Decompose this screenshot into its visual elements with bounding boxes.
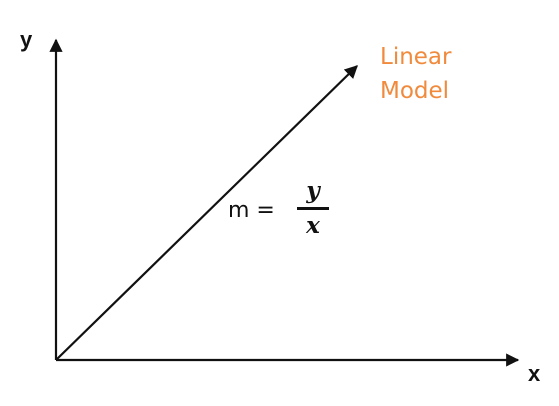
y-axis-label: y bbox=[20, 27, 33, 52]
linear-model-line bbox=[55, 65, 358, 361]
model-title-line2: Model bbox=[380, 78, 450, 104]
fraction-bar bbox=[297, 207, 329, 210]
formula-lhs: m = bbox=[228, 198, 275, 223]
model-title-line1: Linear bbox=[380, 44, 452, 70]
formula-numerator: y bbox=[306, 177, 320, 204]
slope-formula: m = y x bbox=[228, 178, 338, 258]
formula-fraction: y x bbox=[297, 178, 329, 239]
formula-denominator: x bbox=[306, 212, 320, 239]
x-axis-label: x bbox=[528, 361, 541, 386]
linear-model-title: Linear Model bbox=[380, 40, 451, 108]
